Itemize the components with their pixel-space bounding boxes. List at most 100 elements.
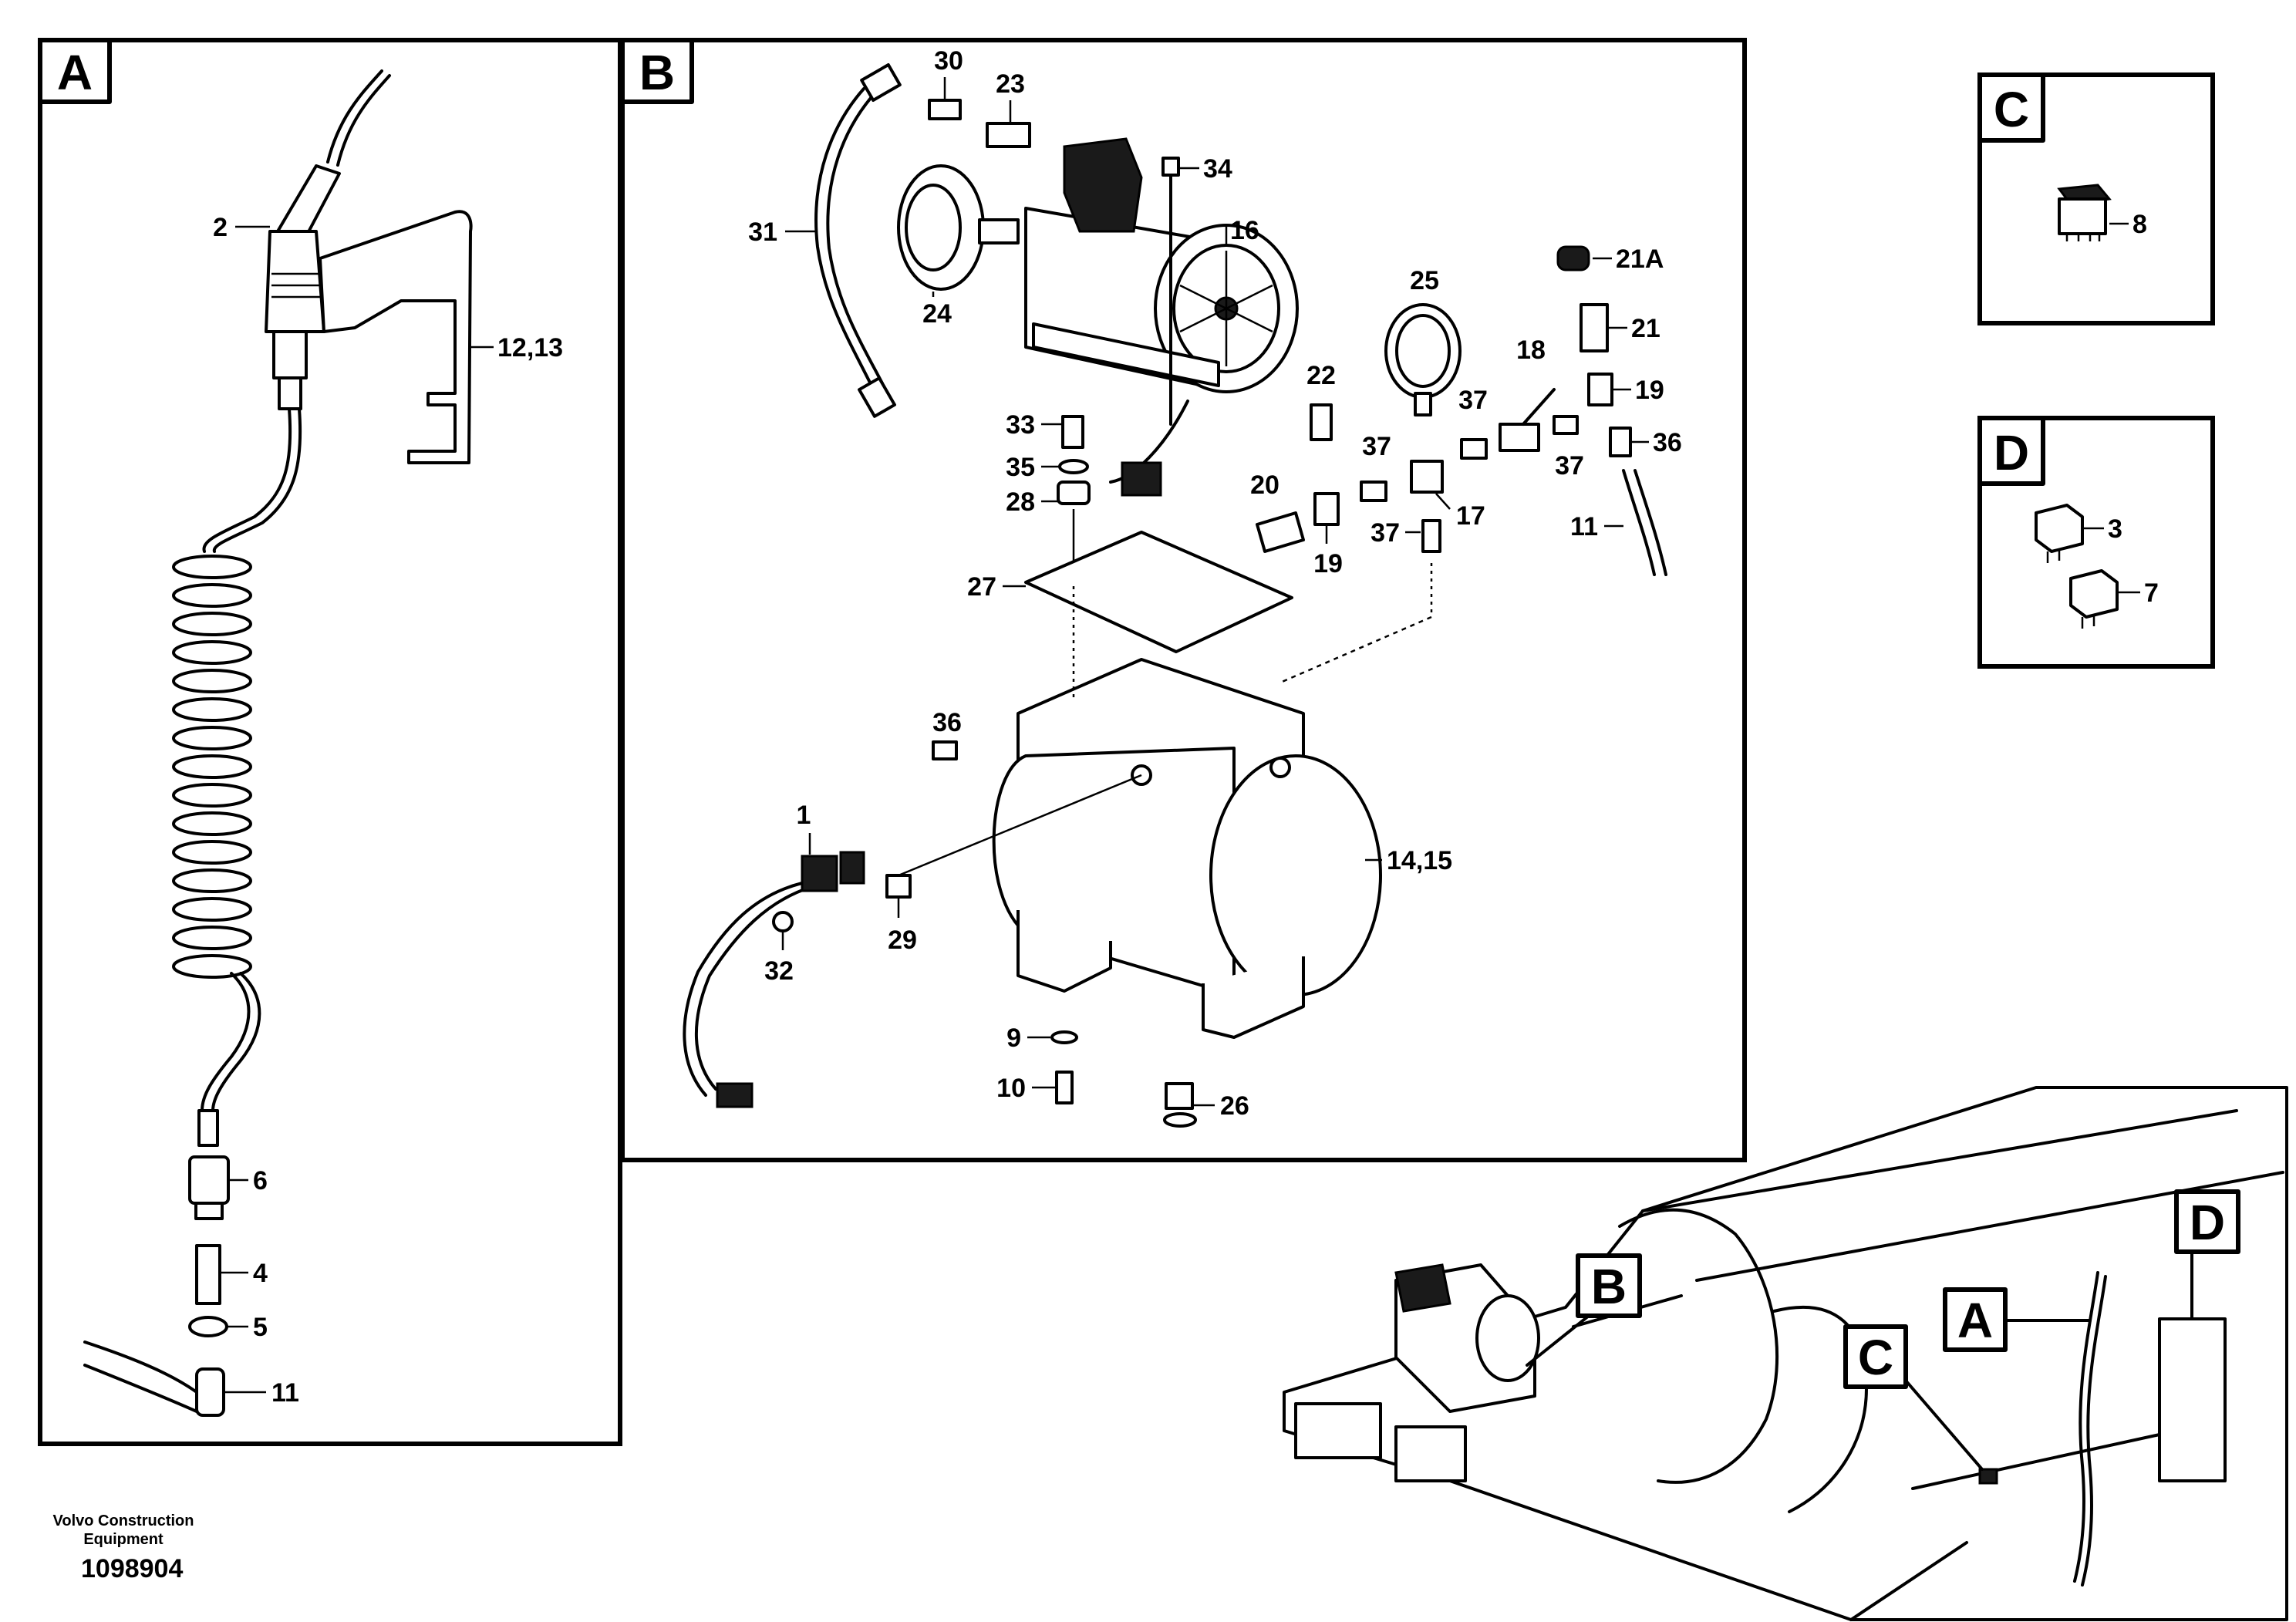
svg-text:D: D [2190,1195,2225,1250]
panel-b-frame [620,38,1747,1162]
fitting-30-icon [928,99,962,120]
callout-26: 26 [1220,1091,1249,1121]
panel-b-label-box [620,38,694,104]
air-hose-icon [814,63,902,418]
panel-d: D 3 7 [1977,416,2215,669]
nipple-37b-icon [1460,438,1488,460]
callout-6: 6 [253,1166,268,1195]
nipple-37-icon [1360,481,1387,502]
callout-36-a: 36 [1653,428,1682,457]
callout-36-b: 36 [932,708,962,737]
fitting-36b-icon [932,740,958,760]
relay-icon [2069,569,2119,629]
callout-19-b: 19 [1635,376,1664,405]
callout-17: 17 [1456,501,1485,531]
panel-c-label: C [1994,82,2029,137]
coupling-21-icon [1580,303,1609,352]
callout-23: 23 [996,69,1025,99]
washer-9-icon [1050,1030,1078,1044]
callout-28: 28 [1006,487,1035,517]
callout-22: 22 [1306,361,1336,390]
bolt-10-icon [1055,1071,1074,1104]
air-compressor-icon [897,137,1299,484]
pressure-switch-20-icon [1256,511,1305,553]
callout-21a: 21A [1616,244,1664,274]
callout-20: 20 [1250,470,1279,500]
nipple-36-icon [1609,427,1632,457]
coiled-air-hose-icon [83,407,302,1417]
sensor-22-icon [1310,403,1333,441]
panel-b-label: B [639,45,675,100]
callout-3: 3 [2108,514,2122,544]
callout-2: 2 [213,213,228,242]
panel-d-label-box [1977,416,2045,486]
locator-switch [1978,1468,1998,1485]
panel-d-label: D [1994,425,2029,481]
panel-b: B [620,38,1747,1162]
pressure-gauge-icon [1384,303,1462,416]
bolt-33-icon [1061,415,1084,449]
plate-27-icon [1024,531,1293,653]
locator-label-a: A [1943,1287,2092,1352]
callout-5: 5 [253,1313,268,1342]
mount-28-icon [1057,481,1091,505]
callout-37-b: 37 [1458,386,1488,415]
machine-locator-view: B A C D [1283,1086,2288,1621]
cross-17-icon [1410,460,1444,494]
panel-a-frame [38,38,622,1446]
callout-35: 35 [1006,453,1035,482]
panel-c-label-box [1977,73,2045,143]
callout-37-d: 37 [1371,518,1400,548]
nut-32-icon [772,911,794,932]
compressor-connector-icon [1121,461,1162,497]
callout-11-a: 11 [271,1378,299,1408]
callout-1: 1 [797,801,811,830]
locator-label-c: C [1843,1324,1984,1471]
locator-compressor [1294,1263,1540,1482]
callout-34: 34 [1203,154,1232,184]
callout-21: 21 [1631,314,1660,343]
washer-35-icon [1058,459,1089,474]
svg-text:B: B [1591,1259,1627,1314]
callout-31: 31 [748,218,777,247]
tee-19-icon [1313,492,1340,526]
callout-16: 16 [1230,216,1259,245]
air-tank-icon [992,658,1382,1039]
callout-14-15: 14,15 [1387,846,1452,875]
locator-relay-box [2158,1317,2227,1482]
callout-9: 9 [1006,1023,1021,1053]
callout-4: 4 [253,1259,268,1288]
hose-11-icon [1622,469,1656,576]
callout-27: 27 [967,572,996,602]
nipple-37c-icon [1553,415,1579,435]
bracket-29-icon [885,874,912,899]
callout-18: 18 [1516,336,1546,365]
tee-19b-icon [1587,373,1613,406]
svg-text:A: A [1957,1293,1993,1348]
brand-line-2: Equipment [83,1531,164,1548]
callout-11-b: 11 [1570,512,1598,541]
callout-24: 24 [922,299,952,329]
panel-a-label-box [38,38,112,104]
callout-37-a: 37 [1362,432,1391,461]
brand-name: Volvo Construction Equipment [46,1512,201,1549]
callout-33: 33 [1006,410,1035,440]
callout-10: 10 [996,1074,1026,1103]
document-number: 1098904 [81,1554,184,1583]
relay-icon [2035,504,2084,563]
callout-19-a: 19 [1313,549,1343,578]
callout-7: 7 [2144,578,2159,608]
callout-25: 25 [1410,266,1439,295]
panel-c: C 8 [1977,73,2215,325]
nipple-37d-icon [1421,519,1441,553]
fitting-23-icon [986,122,1031,148]
air-blow-gun-icon [265,69,473,464]
callout-29: 29 [888,926,917,955]
callout-32: 32 [764,956,794,986]
locator-label-b: B [1526,1253,1642,1367]
panel-a-label: A [57,45,93,100]
callout-30: 30 [934,46,963,76]
panel-c-frame [1977,73,2215,325]
ball-valve-icon [1499,388,1556,452]
